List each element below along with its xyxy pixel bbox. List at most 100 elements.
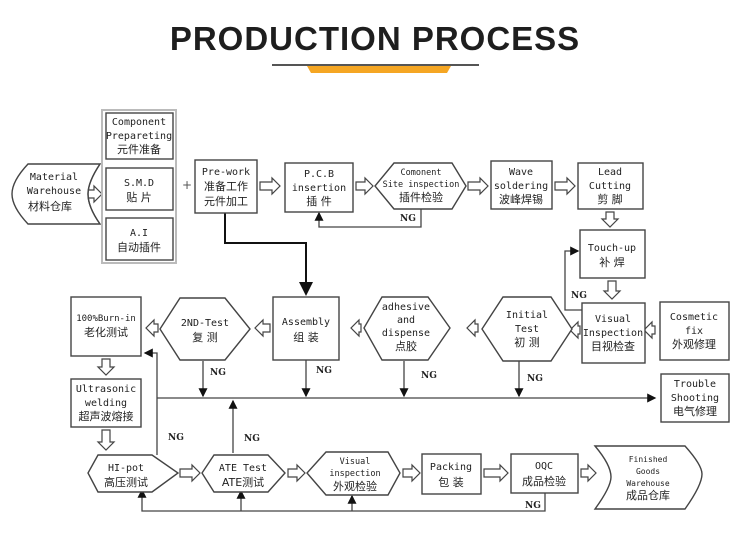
node-label: 复 测 <box>192 330 218 344</box>
node-label: 成品检验 <box>522 474 566 488</box>
hollow-arrow-icon <box>259 176 281 196</box>
node-ai: A.I 自动插件 <box>105 217 174 261</box>
ng-loop-oqc <box>137 488 546 512</box>
node-final-visual-inspection: Visual inspection 外观检验 <box>306 451 401 496</box>
node-label: 材料仓库 <box>28 199 72 213</box>
node-oqc: OQC 成品检验 <box>510 453 579 494</box>
node-label: P.C.B <box>304 169 334 180</box>
node-component-preparing: Component Prepareting 元件准备 <box>105 112 174 160</box>
node-label: HI-pot <box>108 463 144 474</box>
node-pcb-insertion: P.C.B insertion 插 件 <box>284 162 354 213</box>
node-label: 高压测试 <box>104 475 148 489</box>
node-label: Warehouse <box>27 186 81 197</box>
node-label: Trouble <box>674 379 716 390</box>
node-label: Visual <box>595 314 631 325</box>
node-visual-inspection: Visual Inspection 目视检查 <box>581 302 646 364</box>
node-label: 元件加工 <box>204 195 248 208</box>
ng-loop-visual-inspection <box>564 246 583 311</box>
node-label: 包 装 <box>438 476 464 489</box>
node-label: and <box>397 315 415 326</box>
hollow-arrow-icon <box>402 463 421 483</box>
node-label: ATE测试 <box>222 476 264 489</box>
node-label: Pre-work <box>202 167 250 178</box>
node-label: ATE Test <box>219 463 267 474</box>
ng-labels: NG NG NG NG NG NG NG NG NG <box>168 214 587 511</box>
node-label: 组 装 <box>293 330 319 344</box>
node-label: 准备工作 <box>204 179 248 193</box>
node-label: 老化测试 <box>84 325 128 339</box>
node-label: Visual <box>340 457 371 467</box>
node-component-site-inspection: Comonent Site inspection 插件检验 <box>374 162 467 210</box>
ng-up-hipot-to-burnin <box>143 348 158 455</box>
node-touch-up: Touch-up 补 焊 <box>579 229 646 279</box>
hollow-arrow-icon <box>483 463 509 483</box>
hollow-arrow-icon <box>643 320 656 340</box>
node-label: 自动插件 <box>117 240 161 254</box>
node-label: 100%Burn-in <box>76 314 136 324</box>
node-label: welding <box>85 398 127 409</box>
node-label: Test <box>515 324 539 335</box>
node-label: Assembly <box>282 317 330 328</box>
node-label: 元件准备 <box>117 142 161 156</box>
node-label: Comonent <box>401 168 442 178</box>
hollow-arrow-icon <box>467 176 489 196</box>
node-label: insertion <box>292 183 346 194</box>
node-pre-work: Pre-work 准备工作 元件加工 <box>194 159 258 214</box>
node-label: Cosmetic <box>670 312 718 323</box>
node-finished-goods-warehouse: Finished Goods Warehouse 成品仓库 <box>593 445 703 510</box>
node-wave-soldering: Wave soldering 波峰焊锡 <box>490 160 553 210</box>
prework-to-assembly-line <box>224 212 313 296</box>
hollow-arrow-icon <box>466 318 479 338</box>
node-label: fix <box>685 326 703 337</box>
connectors <box>137 208 657 512</box>
node-label: 插件检验 <box>399 190 443 204</box>
node-label: 成品仓库 <box>626 488 670 502</box>
ng-label: NG <box>527 374 543 384</box>
plus-sign: + <box>182 178 192 192</box>
title-underline <box>272 64 479 66</box>
node-initial-test: Initial Test 初 测 <box>481 296 573 362</box>
node-cosmetic-fix: Cosmetic fix 外观修理 <box>659 301 730 361</box>
node-label: Inspection <box>583 328 643 339</box>
node-label: 贴 片 <box>126 190 152 204</box>
node-label: 2ND-Test <box>181 318 229 329</box>
ng-label: NG <box>400 214 416 224</box>
node-assembly: Assembly 组 装 <box>272 296 340 361</box>
node-hi-pot: HI-pot 高压测试 <box>87 454 180 493</box>
node-label: Lead <box>598 167 622 178</box>
node-label: Site inspection <box>383 180 460 190</box>
node-label: Initial <box>506 310 548 321</box>
node-ate-test: ATE Test ATE测试 <box>201 454 286 493</box>
ng-label: NG <box>525 501 541 511</box>
ng-label: NG <box>244 434 260 444</box>
title-accent-bar <box>307 66 451 73</box>
node-label: Component <box>112 117 166 128</box>
ng-label: NG <box>168 433 184 443</box>
node-label: soldering <box>494 181 548 192</box>
hollow-arrow-icon <box>96 429 116 451</box>
node-material-warehouse: Material Warehouse 材料仓库 <box>11 163 102 225</box>
hollow-arrow-icon <box>554 176 576 196</box>
page-title: PRODUCTION PROCESS <box>169 20 581 57</box>
node-label: S.M.D <box>124 178 154 189</box>
node-label: Finished <box>629 455 668 464</box>
node-label: dispense <box>382 328 430 339</box>
node-label: 目视检查 <box>591 339 635 353</box>
node-label: Touch-up <box>588 243 636 254</box>
ng-label: NG <box>421 371 437 381</box>
node-smd: S.M.D 贴 片 <box>105 167 174 211</box>
node-packing: Packing 包 装 <box>421 453 482 495</box>
node-label: Shooting <box>671 393 719 404</box>
ng-label: NG <box>210 368 226 378</box>
node-trouble-shooting: Trouble Shooting 电气修理 <box>660 373 730 423</box>
hollow-arrow-icon <box>96 358 116 376</box>
node-label: Material <box>30 172 78 183</box>
hollow-arrow-icon <box>580 463 597 483</box>
hollow-arrow-icon <box>600 211 620 228</box>
node-2nd-test: 2ND-Test 复 测 <box>159 297 251 361</box>
ng-label: NG <box>571 291 587 301</box>
flow-arrows <box>85 176 656 483</box>
hollow-arrow-icon <box>355 176 374 196</box>
node-lead-cutting: Lead Cutting 剪 脚 <box>577 162 644 210</box>
